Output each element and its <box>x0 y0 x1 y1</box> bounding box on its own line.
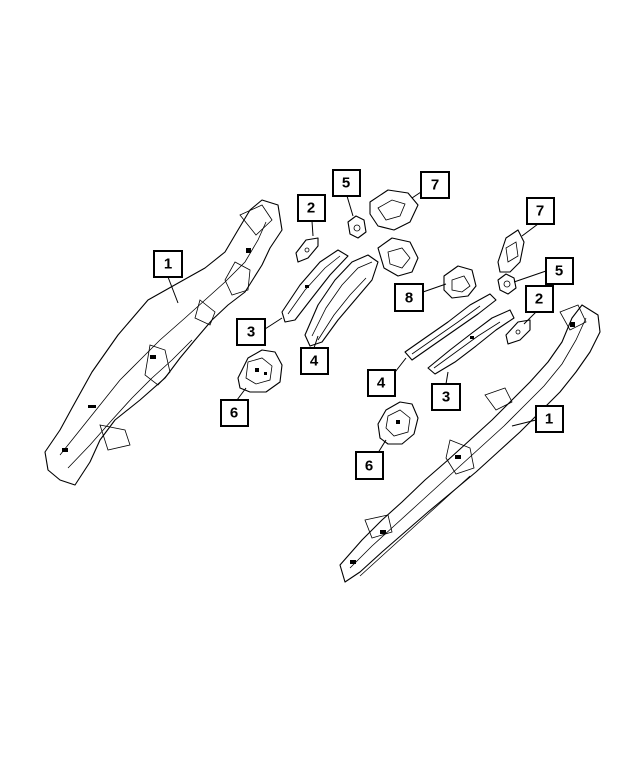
rail-section-right-3 <box>427 309 515 375</box>
bracket-left-2 <box>295 237 319 263</box>
callout-label: 7 <box>431 177 439 194</box>
bracket-left-7 <box>369 189 419 231</box>
bracket-left-6 <box>237 349 283 393</box>
callout-2-left: 2 <box>297 194 326 222</box>
callout-label: 2 <box>535 291 543 308</box>
callout-label: 3 <box>442 389 450 406</box>
callout-6-left: 6 <box>220 399 249 427</box>
callout-7-left: 7 <box>420 171 450 199</box>
bracket-right-6 <box>377 401 419 445</box>
callout-5-left: 5 <box>332 169 361 197</box>
callout-6-right: 6 <box>355 451 384 480</box>
bracket-right-7 <box>497 229 525 273</box>
bracket-right-2 <box>505 319 531 345</box>
callout-2-right: 2 <box>525 285 554 313</box>
rail-section-left-3 <box>281 249 349 323</box>
rail-section-right-4 <box>404 293 497 361</box>
callout-label: 6 <box>230 405 238 422</box>
callout-label: 8 <box>405 290 413 307</box>
callout-label: 1 <box>164 256 172 273</box>
callout-label: 1 <box>545 411 553 428</box>
callout-label: 5 <box>555 263 563 280</box>
rail-section-left-4 <box>304 254 379 347</box>
mount-right-5 <box>497 273 517 295</box>
callout-5-right: 5 <box>545 257 574 285</box>
callout-label: 2 <box>307 200 315 217</box>
frame-rail-left <box>44 199 283 486</box>
callout-label: 4 <box>310 353 319 370</box>
frame-rail-right <box>339 304 601 583</box>
bracket-8-upper <box>377 237 419 277</box>
callout-1-left: 1 <box>153 250 183 278</box>
bracket-8-lower <box>443 265 477 299</box>
callout-label: 4 <box>377 375 386 392</box>
callout-label: 6 <box>365 458 373 475</box>
callout-1-right: 1 <box>535 405 564 433</box>
mount-left-5 <box>347 215 367 239</box>
callout-3-right: 3 <box>431 383 461 411</box>
callout-3-left: 3 <box>236 318 266 346</box>
callout-8: 8 <box>394 283 424 312</box>
callout-label: 3 <box>247 324 255 341</box>
callout-4-right: 4 <box>367 369 396 397</box>
callout-label: 5 <box>342 175 350 192</box>
callout-4-left: 4 <box>300 347 329 375</box>
callout-label: 7 <box>536 203 544 220</box>
callout-7-right: 7 <box>526 197 555 225</box>
